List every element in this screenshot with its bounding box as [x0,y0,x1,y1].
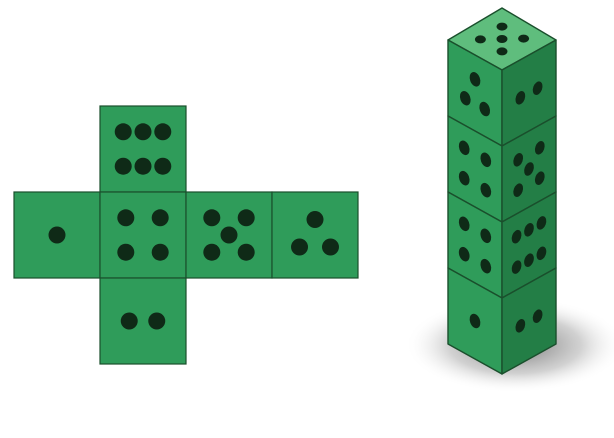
pip [152,244,169,261]
pip [238,209,255,226]
pip [221,227,238,244]
pip [117,209,134,226]
pip [117,244,134,261]
pip [518,35,529,43]
pip [203,209,220,226]
pip [49,227,66,244]
pip [135,158,152,175]
pip [115,158,132,175]
pip [322,239,339,256]
net-face-far-right [272,192,358,278]
pip [291,239,308,256]
pip [148,313,165,330]
pip [121,313,138,330]
pip [497,35,508,43]
pip [135,123,152,140]
pip [203,244,220,261]
net-face-bottom [100,278,186,364]
dice-tower [448,8,556,374]
net-face-top [100,106,186,192]
pip [154,158,171,175]
pip [238,244,255,261]
pip [497,47,508,55]
pip [154,123,171,140]
net-face-right [186,192,272,278]
pip [475,35,486,43]
net-face-center [100,192,186,278]
pip [152,209,169,226]
net-face-left [14,192,100,278]
dice-net [14,106,358,364]
pip [307,211,324,228]
pip [115,123,132,140]
pip [497,23,508,31]
